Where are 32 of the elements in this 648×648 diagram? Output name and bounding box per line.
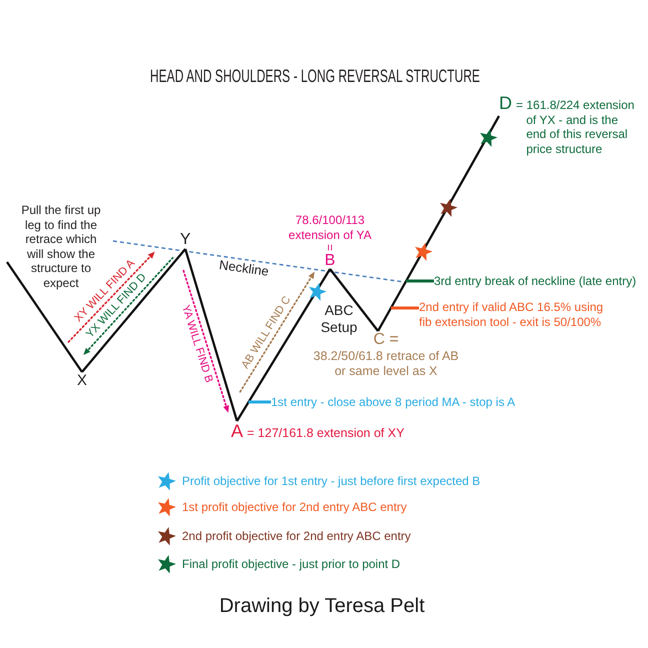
point-label: A (231, 421, 244, 441)
entry-note: 3rd entry break of neckline (late entry) (434, 273, 636, 289)
price-line (377, 115, 500, 332)
entry-note: 1st entry - close above 8 period MA - stop is A (271, 394, 516, 410)
title: HEAD AND SHOULDERS - LONG REVERSAL STRUCTURE (150, 66, 480, 86)
legend-text: Profit objective for 1st entry - just before first expected B (182, 474, 480, 488)
point-note: 78.6/100/113 extension of YA (288, 213, 372, 242)
leader-line (406, 280, 434, 282)
point-label: B (324, 253, 336, 269)
legend-text: 2nd profit objective for 2nd entry ABC entry (182, 528, 411, 544)
price-line (184, 248, 238, 422)
price-line (329, 268, 379, 332)
equals-sign: = (324, 244, 336, 251)
point-note: 38.2/50/61.8 retrace of AB or same level as X (312, 349, 460, 378)
neckline-label: Neckline (218, 257, 270, 279)
legend-text: 1st profit objective for 2nd entry ABC entry (182, 500, 407, 514)
instruction-text: Pull the first up leg to find the retrace which will show the structure to expect (20, 203, 101, 290)
setup-label: ABC Setup (320, 302, 358, 336)
point-note: = 161.8/224 extension of YX - and is the end of this reversal price structure (516, 98, 636, 156)
point-label: D (499, 95, 512, 112)
price-line (6, 261, 83, 373)
leader-line (248, 400, 271, 404)
point-label: C = (373, 331, 399, 349)
leader-line (391, 306, 419, 310)
point-label: X (77, 372, 88, 389)
caption: Drawing by Teresa Pelt (219, 594, 425, 618)
point-label: Y (180, 231, 191, 249)
legend-text: Final profit objective - just prior to point D (182, 556, 400, 572)
price-line (81, 248, 186, 373)
point-note: = 127/161.8 extension of XY (247, 425, 404, 441)
price-line (236, 268, 331, 422)
entry-note: 2nd entry if valid ABC 16.5% using fib extension tool - exit is 50/100% (419, 300, 617, 330)
